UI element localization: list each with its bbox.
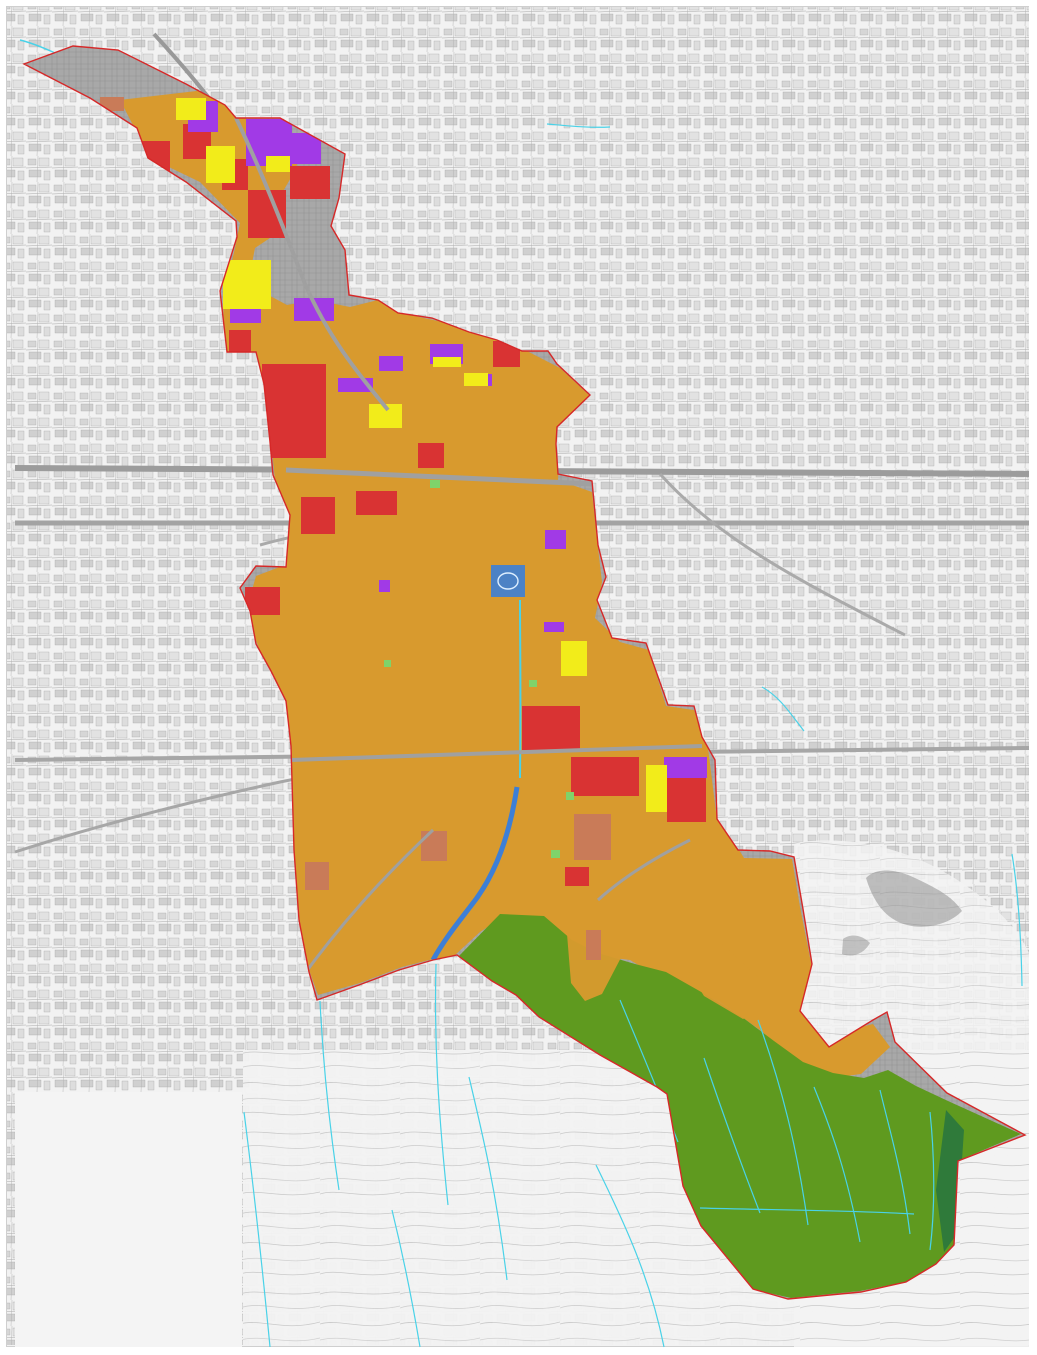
district-boundary[interactable] [22,45,1027,1300]
industrial-zones[interactable] [188,101,707,778]
park-zones[interactable] [384,480,574,858]
public-facility-zones[interactable] [176,98,667,812]
commercial-zones[interactable] [139,124,706,886]
dark-forest-edge [936,1110,964,1252]
water-features[interactable] [430,565,525,962]
forest-clearings [567,930,835,1048]
district-roads [234,117,703,981]
forest-zone[interactable] [458,914,1021,1298]
